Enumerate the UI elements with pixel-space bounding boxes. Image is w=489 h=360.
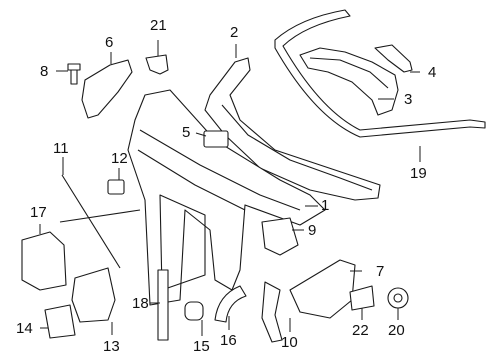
- callout-17: 17: [30, 204, 47, 221]
- callout-11: 11: [53, 140, 69, 157]
- callout-22: 22: [352, 322, 369, 339]
- callout-6: 6: [105, 34, 114, 51]
- bracket-10: [261, 281, 283, 343]
- headlamp-bracket-6: [81, 59, 133, 119]
- callout-7: 7: [376, 263, 385, 280]
- air-duct-3: [299, 47, 399, 116]
- callout-9: 9: [308, 222, 317, 239]
- callout-8: 8: [40, 63, 49, 80]
- bracket-22: [349, 285, 375, 311]
- upper-crossmember-2: [204, 57, 381, 201]
- round-clip-20: [387, 287, 409, 309]
- frame-cross-rib-2: [137, 149, 246, 211]
- block-12: [107, 179, 125, 195]
- callout-2: 2: [230, 24, 239, 41]
- callout-13: 13: [103, 338, 120, 355]
- callout-21: 21: [150, 17, 167, 34]
- duct-14: [44, 304, 76, 339]
- callout-18: 18: [132, 295, 149, 312]
- strut-rod-11-cross: [59, 209, 141, 223]
- frame-inner-opening: [159, 194, 206, 291]
- callout-20: 20: [388, 322, 405, 339]
- plug-15: [184, 301, 204, 321]
- control-module-17: [21, 231, 67, 291]
- mount-9: [261, 217, 299, 256]
- air-duct-3-detail: [309, 57, 389, 89]
- seal-strip-19: [274, 9, 486, 138]
- clip-5: [203, 130, 229, 148]
- round-clip-20-hole: [393, 293, 403, 303]
- callout-14: 14: [16, 320, 33, 337]
- bracket-4: [374, 44, 413, 73]
- callout-1: 1: [321, 197, 330, 214]
- strut-rod-11: [61, 174, 121, 269]
- callout-16: 16: [220, 332, 237, 349]
- callout-3: 3: [404, 91, 413, 108]
- hose-16: [214, 285, 247, 323]
- callout-19: 19: [410, 165, 427, 182]
- callout-15: 15: [193, 338, 210, 355]
- callout-5: 5: [182, 124, 191, 141]
- upper-crossmember-2-detail: [221, 104, 373, 191]
- bolt-8: [67, 63, 81, 85]
- bracket-21: [145, 54, 169, 75]
- rail-18: [157, 269, 169, 341]
- callout-4: 4: [428, 64, 437, 81]
- leader-5: [195, 132, 207, 137]
- callout-12: 12: [111, 150, 128, 167]
- frame-cross-rib: [139, 129, 301, 211]
- lower-bracket-7: [289, 259, 356, 319]
- callout-10: 10: [281, 334, 298, 351]
- air-guide-13: [71, 267, 116, 323]
